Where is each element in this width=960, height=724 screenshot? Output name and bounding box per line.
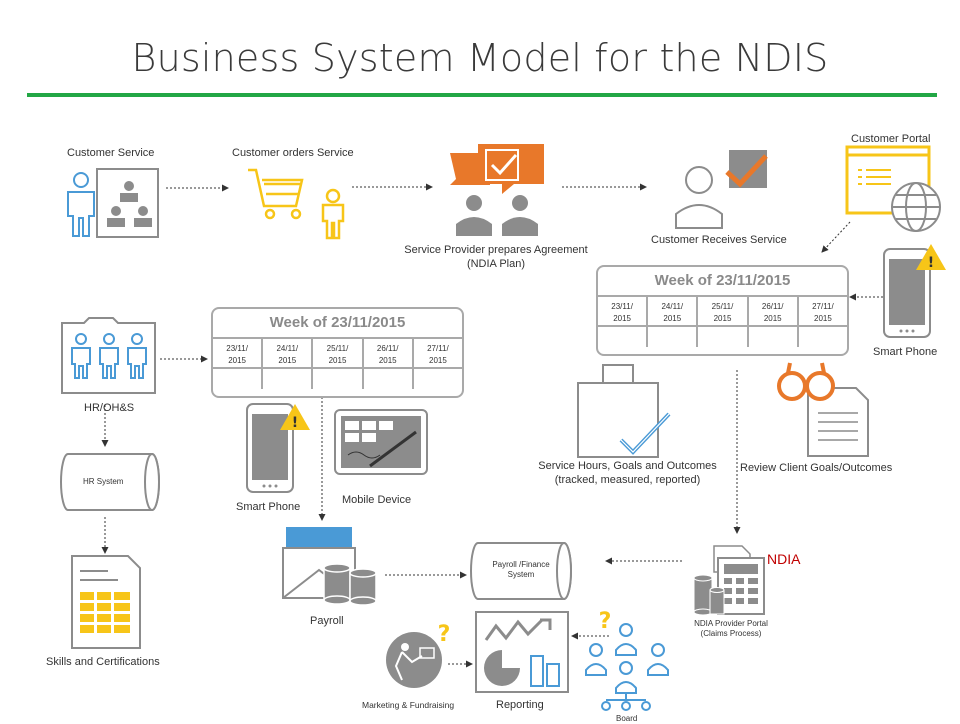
- label-smart-phone-right: Smart Phone: [873, 346, 938, 358]
- label-marketing: Marketing & Fundraising: [362, 700, 455, 710]
- database-cylinder-icon: [470, 542, 572, 600]
- label-skills: Skills and Certifications: [46, 656, 160, 668]
- reporting-chart-icon: [475, 611, 569, 693]
- week-title: Week of 23/11/2015: [213, 309, 462, 339]
- label-mobile-device: Mobile Device: [342, 494, 412, 506]
- label-hr-ohs: HR/OH&S: [84, 402, 135, 414]
- label-reporting: Reporting: [496, 699, 544, 711]
- svg-text:?: ?: [599, 609, 612, 634]
- day-cell: 27/11/2015: [798, 297, 848, 327]
- payroll-envelope-icon: [282, 527, 377, 606]
- label-review-goals: Review Client Goals/Outcomes: [740, 462, 893, 474]
- smartphone-warning-icon: !: [883, 244, 946, 338]
- label-customer-portal: Customer Portal: [851, 133, 931, 145]
- day-cell: 26/11/2015: [748, 297, 799, 327]
- day-cell: 23/11/2015: [598, 297, 649, 327]
- label-board: Board: [616, 714, 638, 723]
- day-cell: 24/11/2015: [648, 297, 699, 327]
- label-payroll: Payroll: [310, 615, 344, 627]
- day-cell: 27/11/2015: [413, 339, 463, 369]
- week-table-right: Week of 23/11/2015 23/11/2015 24/11/2015…: [596, 265, 849, 356]
- marketing-icon: ?: [386, 622, 450, 688]
- label-hr-system: HR System: [83, 477, 124, 486]
- day-cell: 23/11/2015: [213, 339, 264, 369]
- team-folder-icon: [61, 317, 156, 394]
- connectors: [101, 183, 883, 668]
- day-cell: 25/11/2015: [698, 297, 749, 327]
- day-cell: 26/11/2015: [363, 339, 414, 369]
- week-title: Week of 23/11/2015: [598, 267, 847, 297]
- tablet-icon: [334, 409, 428, 475]
- chat-check-icon: [450, 144, 544, 236]
- smartphone-warning-icon: !: [246, 403, 310, 493]
- people-icon: [67, 168, 159, 238]
- ndia-calculator-icon: [693, 545, 765, 616]
- ndia-label: NDIA: [767, 551, 801, 567]
- label-provider-agreement: Service Provider prepares Agreement(NDIA…: [404, 244, 588, 270]
- org-chart-question-icon: ?: [585, 609, 669, 711]
- arrow-portal-to-week: [821, 221, 851, 253]
- person-check-icon: [675, 150, 768, 229]
- day-cell: 25/11/2015: [313, 339, 364, 369]
- database-cylinder-icon: [60, 453, 160, 511]
- title-divider: [27, 93, 937, 97]
- spreadsheet-doc-icon: [71, 555, 141, 649]
- svg-text:!: !: [928, 255, 934, 271]
- label-ndia-portal: NDIA Provider Portal(Claims Process): [694, 619, 768, 638]
- shopping-bag-check-icon: [577, 364, 671, 458]
- page-title: Business System Model for the NDIS: [131, 36, 829, 80]
- label-smart-phone-left: Smart Phone: [236, 501, 301, 513]
- day-cell: 24/11/2015: [263, 339, 314, 369]
- label-service-hours: Service Hours, Goals and Outcomes(tracke…: [538, 460, 717, 486]
- label-customer-orders: Customer orders Service: [232, 147, 354, 159]
- glasses-document-icon: [777, 362, 869, 457]
- shopping-cart-icon: [248, 168, 345, 240]
- label-customer-receives: Customer Receives Service: [651, 234, 787, 246]
- portal-globe-icon: [845, 145, 941, 232]
- svg-text:!: !: [292, 415, 298, 431]
- svg-text:?: ?: [438, 622, 451, 647]
- label-customer-service: Customer Service: [67, 147, 155, 159]
- week-table-left: Week of 23/11/2015 23/11/2015 24/11/2015…: [211, 307, 464, 398]
